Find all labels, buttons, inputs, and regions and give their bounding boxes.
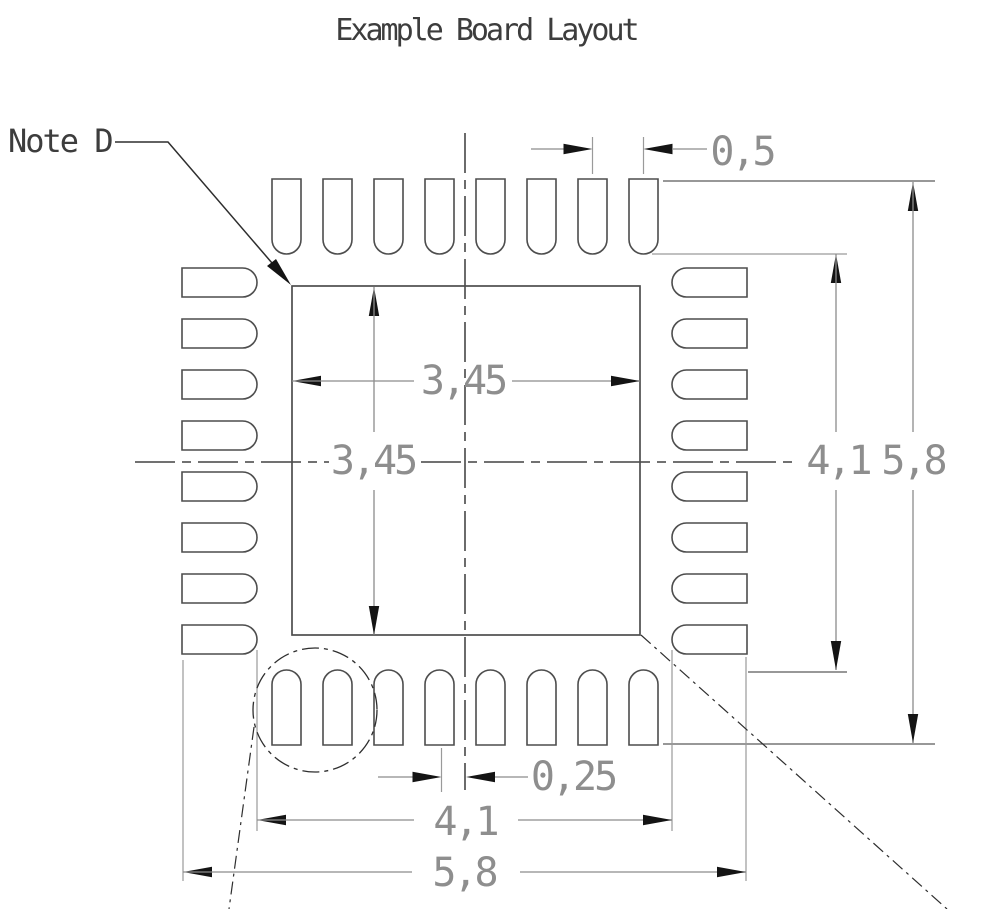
pad bbox=[577, 178, 608, 255]
pad bbox=[373, 178, 404, 255]
pad bbox=[181, 471, 258, 502]
note-d-label: Note D bbox=[8, 122, 112, 160]
dimension-label: 5,8 bbox=[432, 850, 496, 896]
pad bbox=[424, 178, 455, 255]
pad bbox=[628, 669, 659, 746]
dim-center-pad-width: 3,45 bbox=[292, 358, 640, 404]
detail-leader-line-left bbox=[228, 726, 255, 909]
detail-view-circle bbox=[252, 647, 378, 773]
pad bbox=[671, 318, 748, 349]
arrowhead-icon bbox=[368, 606, 380, 635]
pad-column-right bbox=[671, 267, 748, 655]
arrowhead-icon bbox=[643, 814, 672, 826]
detail-leader-line-right bbox=[640, 634, 948, 909]
dim-outer-span-bottom: 5,8 bbox=[183, 850, 746, 896]
dim-pad-pitch: 0,5 bbox=[531, 129, 777, 175]
dimension-label: 3,45 bbox=[421, 358, 505, 404]
note-d-leader-line bbox=[115, 141, 273, 264]
arrowhead-icon bbox=[563, 143, 593, 155]
arrowhead-icon bbox=[907, 714, 919, 743]
dim-pad-offset: 0,25 bbox=[378, 754, 618, 800]
dim-outer-span-right: 5,8 bbox=[881, 182, 949, 743]
centerlines bbox=[135, 133, 798, 790]
pad bbox=[671, 522, 748, 553]
pad bbox=[424, 669, 455, 746]
pad bbox=[671, 267, 748, 298]
pad bbox=[181, 420, 258, 451]
dimension-label: 0,5 bbox=[710, 129, 773, 175]
pad bbox=[671, 420, 748, 451]
dim-inner-span-right: 4,1 bbox=[806, 254, 874, 670]
leader-arrowhead-icon bbox=[267, 259, 291, 285]
pad bbox=[271, 178, 302, 255]
pad bbox=[181, 624, 258, 655]
arrowhead-icon bbox=[643, 143, 673, 155]
dim-inner-span-bottom: 4,1 bbox=[257, 799, 672, 845]
pad bbox=[671, 471, 748, 502]
pad bbox=[373, 669, 404, 746]
pad bbox=[526, 178, 557, 255]
arrowhead-icon bbox=[611, 375, 640, 387]
arrowhead-icon bbox=[830, 641, 842, 670]
pad bbox=[181, 573, 258, 604]
dim-center-pad-height: 3,45 bbox=[331, 287, 418, 635]
pad bbox=[181, 522, 258, 553]
pad bbox=[322, 178, 353, 255]
pad bbox=[475, 669, 506, 746]
note-d-callout: Note D bbox=[8, 122, 291, 285]
pad bbox=[322, 669, 353, 746]
drawing-title: Example Board Layout bbox=[335, 13, 637, 48]
pad bbox=[671, 624, 748, 655]
pad bbox=[181, 369, 258, 400]
dimension-label: 5,8 bbox=[881, 438, 945, 484]
pad-column-left bbox=[181, 267, 258, 655]
pad bbox=[628, 178, 659, 255]
arrowhead-icon bbox=[412, 771, 442, 783]
pad bbox=[181, 267, 258, 298]
pad bbox=[671, 369, 748, 400]
pad bbox=[577, 669, 608, 746]
extension-lines bbox=[182, 137, 935, 881]
dimension-label: 3,45 bbox=[331, 438, 415, 484]
dimension-label: 4,1 bbox=[433, 799, 497, 845]
arrowhead-icon bbox=[717, 866, 746, 878]
pad bbox=[271, 669, 302, 746]
pad bbox=[181, 318, 258, 349]
arrowhead-icon bbox=[466, 771, 495, 783]
pad bbox=[671, 573, 748, 604]
center-pad-outline bbox=[291, 285, 641, 636]
pad bbox=[475, 178, 506, 255]
dimension-label: 4,1 bbox=[806, 438, 870, 484]
dimension-label: 0,25 bbox=[531, 754, 615, 800]
pad bbox=[526, 669, 557, 746]
